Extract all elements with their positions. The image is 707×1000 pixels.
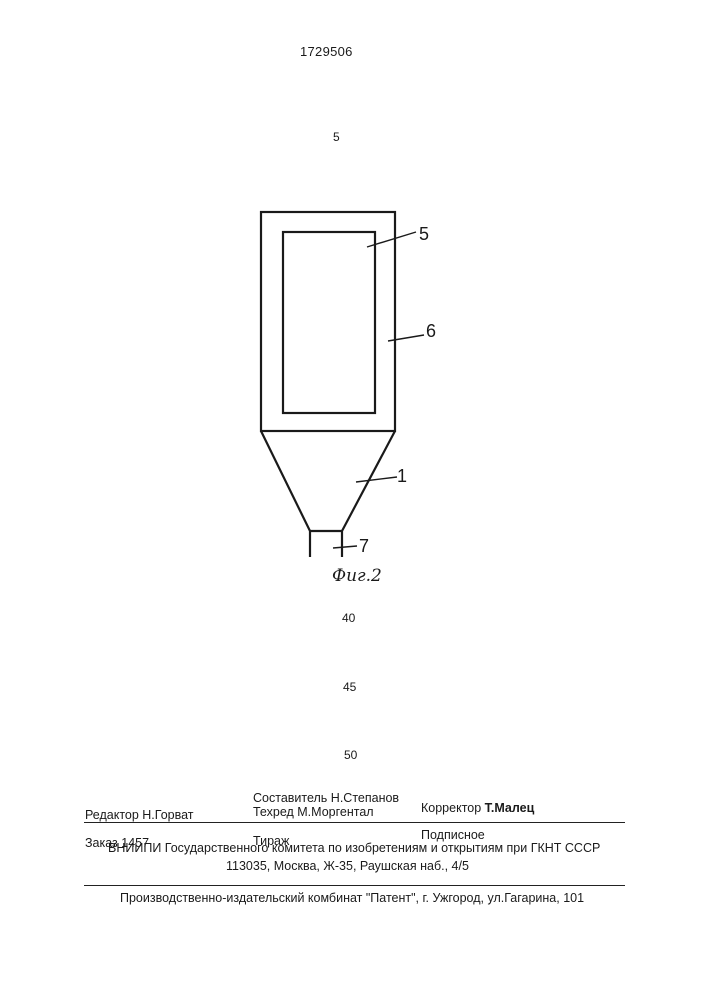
leader-line-6 [388, 335, 424, 341]
leader-line-7 [333, 546, 357, 548]
line-number-40: 40 [342, 611, 355, 625]
label-1: 1 [397, 466, 407, 486]
editor: Редактор Н.Горват [85, 808, 194, 822]
divider-bottom [84, 885, 625, 886]
line-number-50: 50 [344, 748, 357, 762]
corrector-name: Т.Малец [485, 801, 535, 815]
leader-line-1 [356, 477, 397, 482]
composer: Составитель Н.Степанов [253, 791, 399, 805]
divider-top [84, 822, 625, 823]
hopper-funnel [261, 431, 310, 557]
label-5: 5 [419, 224, 429, 244]
figure-2-drawing: 5 6 1 7 [0, 0, 707, 600]
publisher: Производственно-издательский комбинат "П… [120, 891, 584, 905]
figure-caption: Фиг.2 [332, 566, 382, 586]
corrector-label: Корректор [421, 801, 481, 815]
inner-panel [283, 232, 375, 413]
line-number-45: 45 [343, 680, 356, 694]
label-7: 7 [359, 536, 369, 556]
corrector: Корректор Т.Малец [421, 801, 534, 815]
subscription: Подписное [421, 828, 485, 842]
label-6: 6 [426, 321, 436, 341]
address: 113035, Москва, Ж-35, Раушская наб., 4/5 [226, 859, 469, 873]
institute: ВНИИПИ Государственного комитета по изоб… [108, 841, 600, 855]
techeditor: Техред М.Моргентал [253, 805, 374, 819]
